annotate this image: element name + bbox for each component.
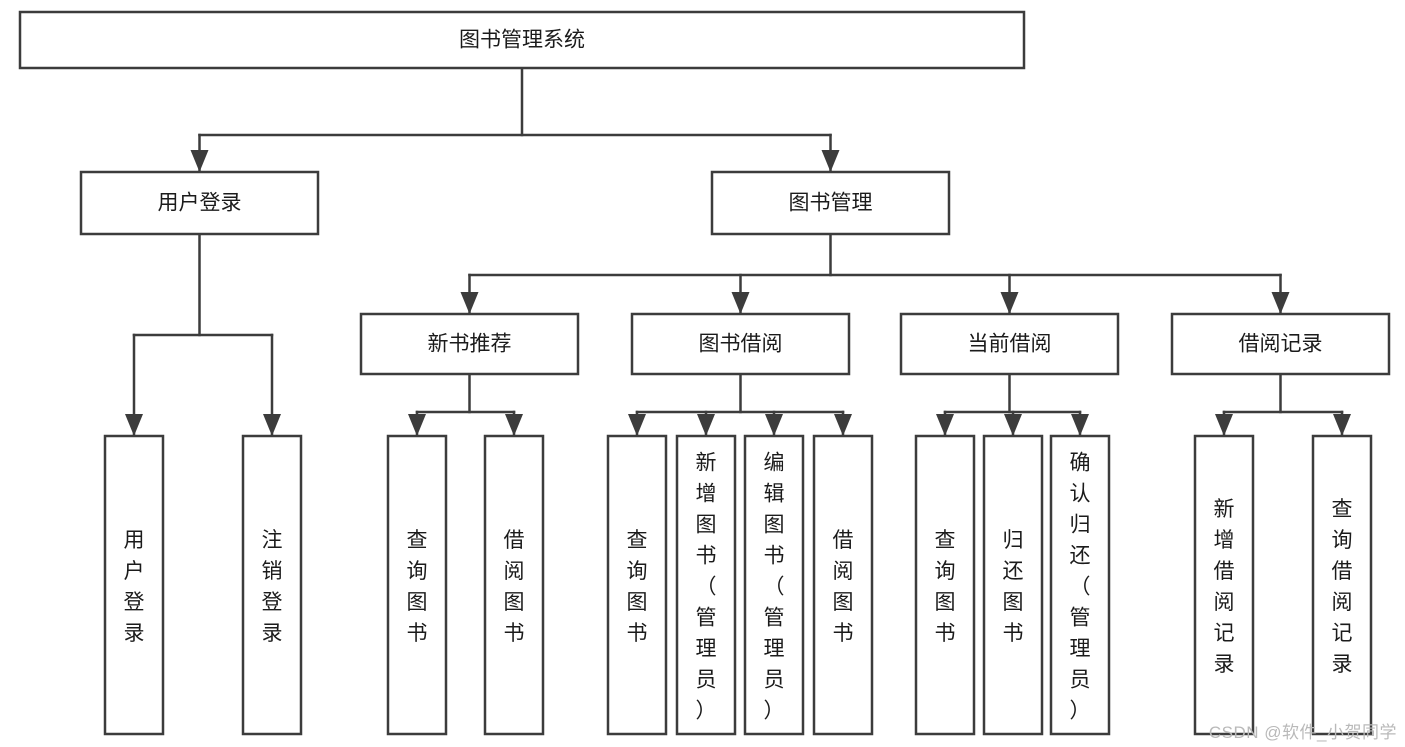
node-box-current-borrow <box>899 312 1120 376</box>
node-label-query-book-1: 查询图书 <box>407 529 428 645</box>
arrow-head-icon-book-manage <box>821 150 840 172</box>
nodes-layer: 图书管理系统用户登录用户登录注销登录图书管理新书推荐查询图书借阅图书图书借阅查询… <box>18 10 1391 736</box>
node-box-edit-book-admin <box>743 434 805 736</box>
node-user-login[interactable]: 用户登录 <box>79 170 320 236</box>
node-box-book-borrow <box>630 312 851 376</box>
node-box-borrow-book-2 <box>812 434 874 736</box>
node-label-new-book-rec: 新书推荐 <box>428 333 512 356</box>
arrow-head-icon-return-book <box>1004 414 1022 436</box>
arrow-head-icon-query-borrow-record <box>1333 414 1351 436</box>
arrow-head-icon-add-borrow-record <box>1215 414 1233 436</box>
node-label-borrow-record: 借阅记录 <box>1239 333 1323 356</box>
arrow-head-icon-query-book-3 <box>936 414 954 436</box>
arrow-head-icon-add-book-admin <box>697 414 715 436</box>
node-label-query-borrow-record: 查询借阅记录 <box>1332 498 1353 676</box>
arrow-head-icon-book-borrow <box>731 292 750 314</box>
node-label-user-login-do: 用户登录 <box>124 529 145 645</box>
node-label-edit-book-admin: 编辑图书（管理员） <box>764 452 785 723</box>
node-add-borrow-record[interactable]: 新增借阅记录 <box>1193 434 1255 736</box>
node-query-book-2[interactable]: 查询图书 <box>606 434 668 736</box>
node-box-add-book-admin <box>675 434 737 736</box>
node-undefined[interactable]: 图书管理系统 <box>18 10 1026 70</box>
node-box-add-borrow-record <box>1193 434 1255 736</box>
node-box-borrow-book-1 <box>483 434 545 736</box>
connectors-layer <box>125 66 1351 438</box>
node-borrow-book-2[interactable]: 借阅图书 <box>812 434 874 736</box>
node-box-confirm-return-admin <box>1049 434 1111 736</box>
node-add-book-admin[interactable]: 新增图书（管理员） <box>675 434 737 736</box>
node-box-book-manage <box>710 170 951 236</box>
arrow-head-icon-query-book-2 <box>628 414 646 436</box>
node-box-query-book-2 <box>606 434 668 736</box>
node-label-return-book: 归还图书 <box>1003 529 1024 645</box>
node-box-user-login <box>79 170 320 236</box>
arrow-head-icon-query-book-1 <box>408 414 426 436</box>
arrow-head-icon-user-logout <box>263 414 281 436</box>
node-label-add-borrow-record: 新增借阅记录 <box>1214 498 1235 676</box>
node-box-new-book-rec <box>359 312 580 376</box>
arrow-head-icon-borrow-record <box>1271 292 1290 314</box>
arrow-head-icon-borrow-book-1 <box>505 414 523 436</box>
node-box-query-book-3 <box>914 434 976 736</box>
node-box-query-book-1 <box>386 434 448 736</box>
node-book-borrow[interactable]: 图书借阅 <box>630 312 851 376</box>
node-box-user-logout <box>241 434 303 736</box>
node-query-book-1[interactable]: 查询图书 <box>386 434 448 736</box>
node-return-book[interactable]: 归还图书 <box>982 434 1044 736</box>
node-box-return-book <box>982 434 1044 736</box>
node-user-logout[interactable]: 注销登录 <box>241 434 303 736</box>
node-label-undefined: 图书管理系统 <box>459 29 585 52</box>
arrow-head-icon-edit-book-admin <box>765 414 783 436</box>
node-box-user-login-do <box>103 434 165 736</box>
node-confirm-return-admin[interactable]: 确认归还（管理员） <box>1049 434 1111 736</box>
arrow-head-icon-new-book-rec <box>460 292 479 314</box>
node-label-confirm-return-admin: 确认归还（管理员） <box>1070 452 1091 723</box>
node-label-borrow-book-1: 借阅图书 <box>504 529 525 645</box>
node-label-query-book-2: 查询图书 <box>627 529 648 645</box>
arrow-head-icon-borrow-book-2 <box>834 414 852 436</box>
node-borrow-book-1[interactable]: 借阅图书 <box>483 434 545 736</box>
node-label-current-borrow: 当前借阅 <box>968 333 1052 356</box>
node-box-query-borrow-record <box>1311 434 1373 736</box>
node-box-borrow-record <box>1170 312 1391 376</box>
node-query-borrow-record[interactable]: 查询借阅记录 <box>1311 434 1373 736</box>
node-label-add-book-admin: 新增图书（管理员） <box>696 452 717 723</box>
arrow-head-icon-user-login <box>190 150 209 172</box>
node-label-borrow-book-2: 借阅图书 <box>833 529 854 645</box>
node-label-query-book-3: 查询图书 <box>935 529 956 645</box>
node-current-borrow[interactable]: 当前借阅 <box>899 312 1120 376</box>
node-label-book-manage: 图书管理 <box>789 192 873 215</box>
node-box-undefined <box>18 10 1026 70</box>
node-label-book-borrow: 图书借阅 <box>699 333 783 356</box>
node-user-login-do[interactable]: 用户登录 <box>103 434 165 736</box>
node-edit-book-admin[interactable]: 编辑图书（管理员） <box>743 434 805 736</box>
arrow-head-icon-user-login-do <box>125 414 143 436</box>
arrow-head-icon-current-borrow <box>1000 292 1019 314</box>
watermark-text: CSDN @软件_小贺同学 <box>1208 723 1397 742</box>
node-borrow-record[interactable]: 借阅记录 <box>1170 312 1391 376</box>
arrow-head-icon-confirm-return-admin <box>1071 414 1089 436</box>
node-query-book-3[interactable]: 查询图书 <box>914 434 976 736</box>
node-book-manage[interactable]: 图书管理 <box>710 170 951 236</box>
node-label-user-logout: 注销登录 <box>262 529 283 645</box>
node-label-user-login: 用户登录 <box>158 192 242 215</box>
node-new-book-rec[interactable]: 新书推荐 <box>359 312 580 376</box>
